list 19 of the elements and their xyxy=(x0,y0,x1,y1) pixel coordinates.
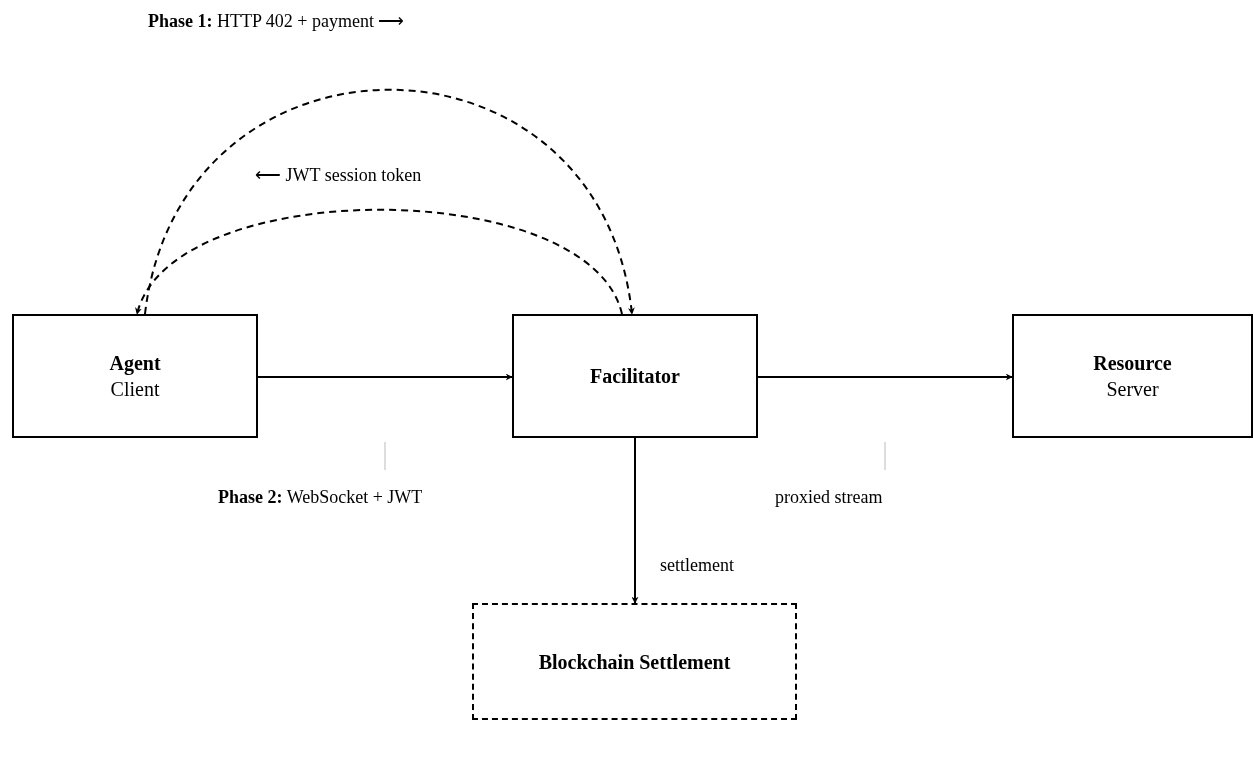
annotation-label: proxied stream xyxy=(775,486,883,508)
node-title: Facilitator xyxy=(590,364,680,388)
arrow xyxy=(631,437,639,604)
arrow xyxy=(257,373,513,381)
node-title: Resource xyxy=(1093,351,1172,375)
process-box xyxy=(12,314,258,438)
node-subtitle: Server xyxy=(1106,377,1159,401)
arrow xyxy=(144,88,634,315)
phase-label: Phase 1: HTTP 402 + payment ⟶ xyxy=(148,10,405,32)
node-title: Agent xyxy=(109,351,161,375)
dashed-box xyxy=(472,603,797,720)
arrow xyxy=(136,208,623,315)
phase-label: Phase 2: WebSocket + JWT xyxy=(218,486,423,508)
process-box xyxy=(1012,314,1253,438)
process-box xyxy=(512,314,758,438)
arrow xyxy=(757,373,1013,381)
node-title: Blockchain Settlement xyxy=(538,649,731,674)
node-subtitle: Client xyxy=(110,377,160,401)
annotation-label: ⟵ JWT session token xyxy=(255,164,422,186)
